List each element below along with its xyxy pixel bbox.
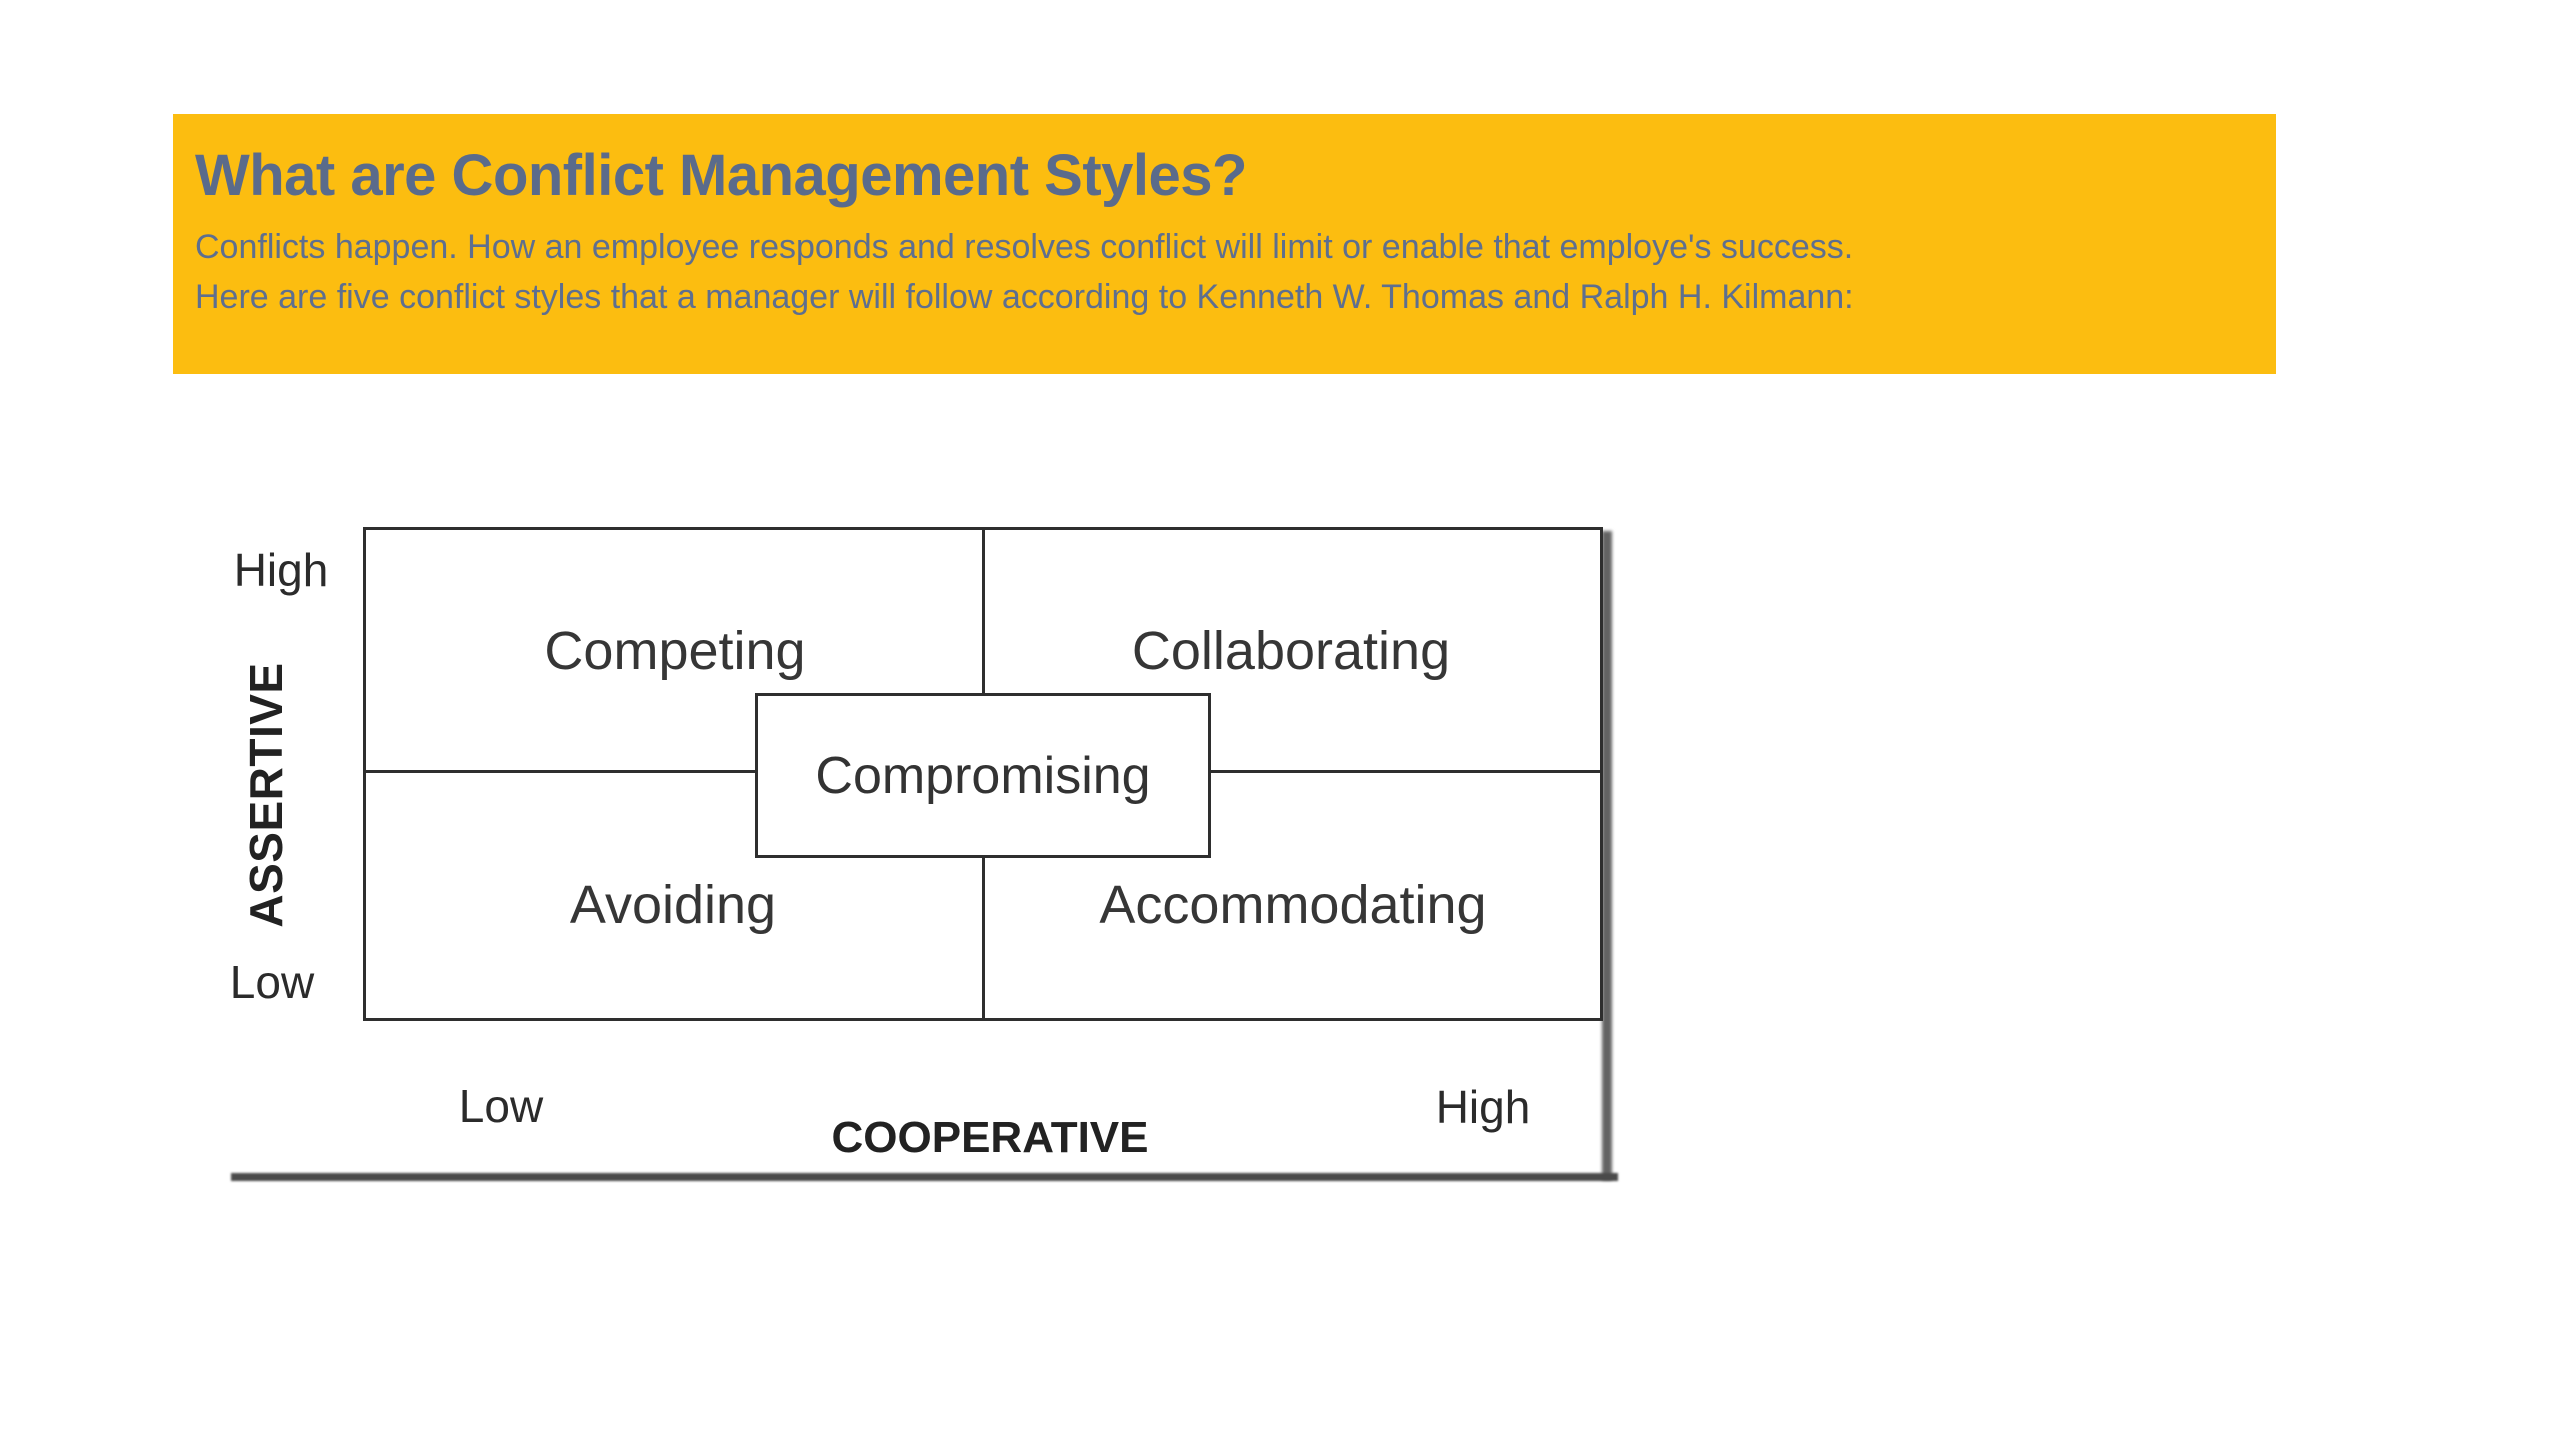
banner-description-line1: Conflicts happen. How an employee respon… (195, 228, 1854, 266)
x-axis-tick-high: High (1435, 1081, 1531, 1133)
quadrant-label-collaborating: Collaborating (1131, 621, 1451, 681)
quadrant-label-competing: Competing (544, 621, 806, 681)
y-axis-tick-low: Low (229, 956, 315, 1008)
figure-shadow-bottom (231, 1173, 1618, 1181)
quadrant-center-box: Compromising (755, 693, 1211, 858)
banner-description-line2: Here are five conflict styles that a man… (195, 278, 1854, 316)
quadrant-label-avoiding: Avoiding (569, 875, 777, 935)
x-axis-tick-low: Low (458, 1080, 544, 1132)
banner-description: Conflicts happen. How an employee respon… (195, 222, 1854, 322)
page-title: What are Conflict Management Styles? (195, 143, 1247, 208)
quadrant-label-accommodating: Accommodating (1099, 875, 1487, 935)
header-banner: What are Conflict Management Styles? Con… (173, 114, 2276, 374)
x-axis-label-cooperative: COOPERATIVE (831, 1113, 1149, 1162)
y-axis-label-assertive: ASSERTIVE (240, 662, 292, 928)
figure-shadow-right (1602, 531, 1612, 1180)
quadrant-label-compromising: Compromising (815, 746, 1151, 805)
y-axis-tick-high: High (233, 544, 329, 596)
